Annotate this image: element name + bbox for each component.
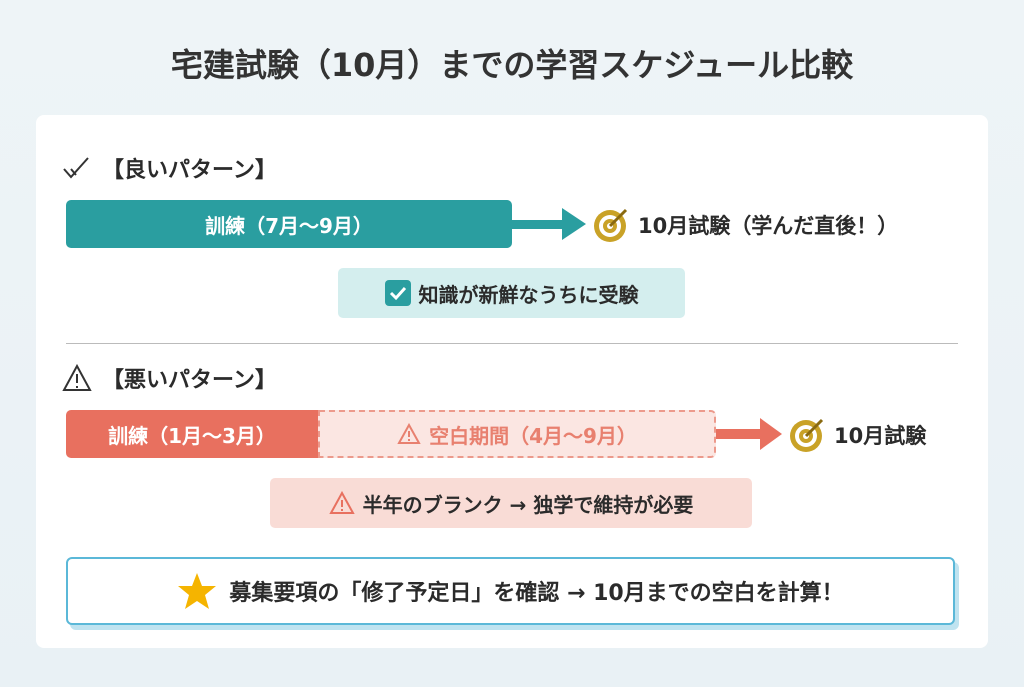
good-training-bar: 訓練（7月〜9月） xyxy=(66,200,512,248)
good-pattern-heading: 【良いパターン】 xyxy=(62,152,277,184)
tip-text: 募集要項の「修了予定日」を確認 → 10月までの空白を計算！ xyxy=(229,581,844,606)
warning-icon xyxy=(62,364,92,391)
bad-exam-label: 10月試験 xyxy=(834,424,927,448)
star-icon xyxy=(178,573,217,609)
blank-period-label: 空白期間（4月〜9月） xyxy=(429,423,637,448)
tip-box: 募集要項の「修了予定日」を確認 → 10月までの空白を計算！ xyxy=(66,557,955,625)
good-note: 知識が新鮮なうちに受験 xyxy=(338,268,685,318)
double-check-icon xyxy=(63,157,89,179)
bad-note-text: 半年のブランク → 独学で維持が必要 xyxy=(362,492,694,517)
arrow-icon xyxy=(512,208,586,240)
good-heading-text: 【良いパターン】 xyxy=(102,158,277,183)
warning-icon xyxy=(397,423,421,444)
checkbox-icon xyxy=(384,280,411,306)
bad-note: 半年のブランク → 独学で維持が必要 xyxy=(270,478,752,528)
target-icon xyxy=(790,418,824,452)
bad-exam: 10月試験 xyxy=(788,416,926,454)
divider xyxy=(66,343,958,344)
bad-training-bar: 訓練（1月〜3月） xyxy=(66,410,318,458)
good-note-text: 知識が新鮮なうちに受験 xyxy=(418,282,639,307)
good-exam: 10月試験（学んだ直後！） xyxy=(592,206,898,244)
blank-period-bar: 空白期間（4月〜9月） xyxy=(318,410,716,458)
good-exam-label: 10月試験（学んだ直後！） xyxy=(638,214,899,238)
target-icon xyxy=(594,208,628,242)
arrow-icon xyxy=(716,418,782,450)
bad-heading-text: 【悪いパターン】 xyxy=(102,368,277,393)
bad-pattern-heading: 【悪いパターン】 xyxy=(62,362,277,394)
warning-icon xyxy=(328,491,355,514)
page-title: 宅建試験（10月）までの学習スケジュール比較 xyxy=(170,46,854,84)
